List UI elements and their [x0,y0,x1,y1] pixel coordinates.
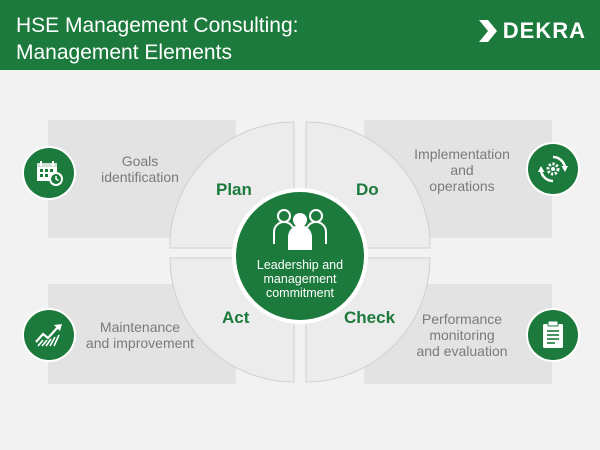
clipboard-icon [528,310,578,360]
implementation-line-3: operations [429,178,495,194]
implementation-text: Implementation and operations [400,146,524,194]
implementation-line-1: Implementation [414,146,510,162]
plan-label: Plan [216,180,252,199]
maintenance-line-1: Maintenance [99,319,181,335]
title-line-2: Management Elements [16,41,232,64]
maintenance-line-2: and improvement [85,335,195,351]
dekra-mark-icon [478,20,497,42]
brand-logo: DEKRA [477,18,586,44]
trend-chart-icon [24,310,74,360]
brand-name: DEKRA [502,18,586,43]
center-label: Leadership and management commitment [236,258,364,300]
maintenance-text: Maintenance and improvement [78,319,202,351]
performance-line-2: monitoring [429,327,495,343]
title-line-1: HSE Management Consulting: [16,14,299,37]
act-label: Act [222,308,250,327]
center-line-3: commitment [265,286,335,300]
goals-text: Goals identification [80,153,200,185]
calendar-clock-icon [24,148,74,198]
check-label: Check [344,308,396,327]
goals-line-1: Goals [121,153,159,169]
gear-cycle-icon [528,144,578,194]
do-label: Do [356,180,379,199]
header-bar: HSE Management Consulting: Management El… [0,0,600,70]
performance-text: Performance monitoring and evaluation [400,311,524,359]
center-line-1: Leadership and [256,258,344,272]
leadership-center: Leadership and management commitment [236,192,364,320]
page-title: HSE Management Consulting: Management El… [16,12,299,66]
implementation-line-2: and [450,162,474,178]
goals-line-2: identification [101,169,179,185]
center-line-2: management [263,272,337,286]
people-group-icon [273,209,327,250]
performance-line-1: Performance [421,311,503,327]
performance-line-3: and evaluation [416,343,508,359]
